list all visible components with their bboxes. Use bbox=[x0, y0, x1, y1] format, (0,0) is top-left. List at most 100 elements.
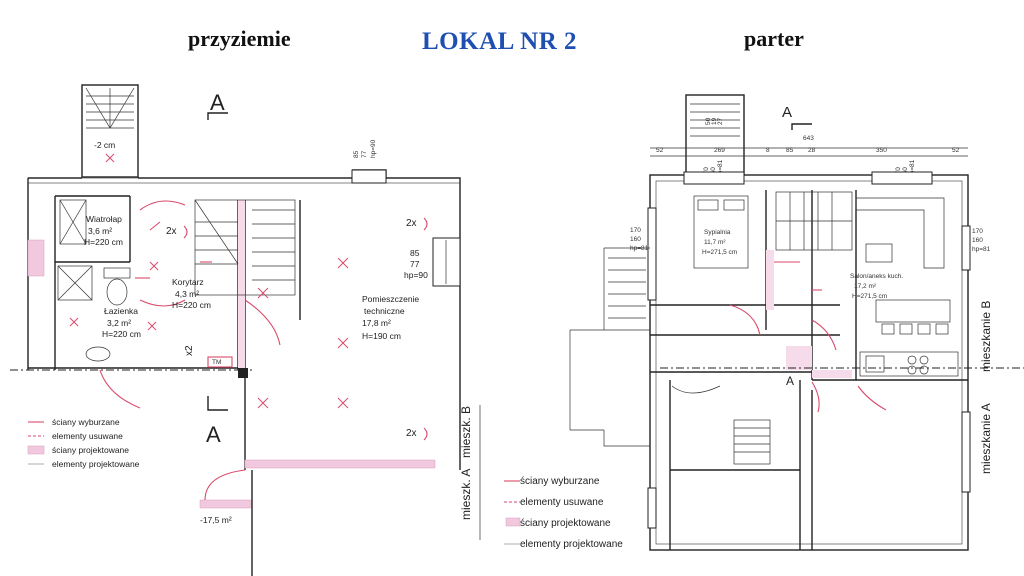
svg-text:hp=81: hp=81 bbox=[909, 159, 916, 178]
svg-text:160: 160 bbox=[630, 236, 641, 243]
svg-text:elementy projektowane: elementy projektowane bbox=[520, 539, 623, 550]
svg-text:52: 52 bbox=[952, 147, 960, 154]
svg-text:hp=81: hp=81 bbox=[717, 159, 724, 178]
svg-text:H=220 cm: H=220 cm bbox=[172, 300, 211, 310]
right-section-mark-bottom: A bbox=[786, 374, 794, 388]
svg-text:350: 350 bbox=[876, 147, 887, 154]
outlet-corridor-label: 2x bbox=[166, 226, 177, 237]
tm-label: TM bbox=[212, 359, 221, 366]
svg-text:ściany projektowane: ściany projektowane bbox=[520, 518, 611, 529]
top-dimension-line: 643 52 269 8 85 28 350 52 bbox=[650, 135, 968, 157]
svg-text:Sypialnia: Sypialnia bbox=[704, 229, 731, 236]
left-legend: ściany wyburzane elementy usuwane ściany… bbox=[27, 417, 140, 469]
svg-text:elementy usuwane: elementy usuwane bbox=[520, 497, 604, 508]
svg-text:hp=90: hp=90 bbox=[404, 270, 428, 280]
svg-text:85: 85 bbox=[353, 150, 360, 158]
side-window bbox=[432, 237, 461, 287]
svg-text:Korytarz: Korytarz bbox=[172, 277, 204, 287]
label-mieszkanie-b: mieszkanie B bbox=[979, 301, 993, 372]
svg-text:Pomieszczenie: Pomieszczenie bbox=[362, 294, 419, 304]
section-mark-bottom: A bbox=[206, 422, 221, 447]
outlet-bath-label: x2 bbox=[184, 345, 195, 356]
svg-text:52: 52 bbox=[656, 147, 664, 154]
svg-text:elementy usuwane: elementy usuwane bbox=[52, 431, 123, 441]
svg-text:elementy projektowane: elementy projektowane bbox=[52, 459, 140, 469]
room-lazienka: Łazienka 3,2 m² H=220 cm bbox=[102, 306, 141, 339]
toilet-tank bbox=[103, 267, 131, 279]
side-window-dims: 85 77 hp=90 bbox=[404, 248, 428, 280]
left-plan-title: przyziemie bbox=[188, 26, 291, 51]
svg-text:77: 77 bbox=[410, 259, 420, 269]
left-balcony bbox=[569, 247, 650, 447]
room-sypialnia: Sypialnia 11,7 m² H=271,5 cm bbox=[702, 229, 737, 256]
svg-text:ściany wyburzane: ściany wyburzane bbox=[520, 476, 600, 487]
new-wall-bedroom bbox=[766, 250, 774, 310]
outlet-bottom-label: 2x bbox=[406, 428, 417, 439]
right-plan-title: parter bbox=[744, 26, 804, 51]
svg-text:50: 50 bbox=[705, 117, 712, 125]
svg-text:ściany projektowane: ściany projektowane bbox=[52, 445, 129, 455]
interior-stairs bbox=[194, 199, 296, 296]
svg-text:3,2 m²: 3,2 m² bbox=[107, 318, 131, 328]
right-outer-walls bbox=[649, 174, 969, 551]
sofa-icon bbox=[855, 197, 945, 269]
upper-stair bbox=[685, 94, 745, 176]
svg-text:3,6 m²: 3,6 m² bbox=[88, 226, 112, 236]
outlet-top-label: 2x bbox=[406, 218, 417, 229]
new-wall-hall bbox=[786, 346, 812, 370]
svg-text:8: 8 bbox=[766, 147, 770, 154]
svg-text:17,2 m²: 17,2 m² bbox=[854, 283, 877, 290]
svg-text:Salon/aneks kuch.: Salon/aneks kuch. bbox=[850, 273, 903, 280]
new-wall-bottom bbox=[244, 459, 436, 469]
mid-stairs bbox=[775, 191, 853, 251]
svg-text:28: 28 bbox=[808, 147, 816, 154]
svg-text:ściany wyburzane: ściany wyburzane bbox=[52, 417, 120, 427]
top-window-dims: 85 77 hp=90 bbox=[353, 139, 377, 158]
svg-text:Wiatrołap: Wiatrołap bbox=[86, 214, 122, 224]
svg-text:techniczne: techniczne bbox=[364, 306, 405, 316]
bed-icon bbox=[693, 195, 749, 269]
stair-dims: 50 19 27 bbox=[705, 117, 724, 125]
right-section-mark-top: A bbox=[782, 104, 792, 121]
room-salon: Salon/aneks kuch. 17,2 m² H=271,5 cm bbox=[850, 273, 903, 300]
svg-text:19: 19 bbox=[711, 117, 718, 125]
light-points bbox=[69, 257, 349, 409]
svg-text:17,8 m²: 17,8 m² bbox=[362, 318, 391, 328]
label-mieszkanie-a: mieszkanie A bbox=[979, 403, 993, 474]
side-window-dims-right: 170 160 hp=81 bbox=[972, 228, 991, 253]
new-wall-kitchen bbox=[812, 370, 852, 378]
svg-text:170: 170 bbox=[630, 227, 641, 234]
wardrobe bbox=[59, 199, 87, 245]
svg-text:hp=90: hp=90 bbox=[370, 139, 377, 158]
outdoor-area-label: -17,5 m² bbox=[200, 515, 232, 525]
new-wall-left bbox=[27, 239, 45, 277]
svg-text:H=220 cm: H=220 cm bbox=[84, 237, 123, 247]
new-wall-mid bbox=[238, 200, 245, 370]
svg-text:643: 643 bbox=[803, 135, 814, 142]
right-legend: ściany wyburzane elementy usuwane ściany… bbox=[504, 476, 623, 550]
svg-text:Łazienka: Łazienka bbox=[104, 306, 138, 316]
svg-text:77: 77 bbox=[361, 150, 368, 158]
svg-text:hp=81: hp=81 bbox=[972, 246, 991, 253]
svg-text:4,3 m²: 4,3 m² bbox=[175, 289, 199, 299]
kitchen-unit bbox=[859, 299, 959, 377]
svg-text:170: 170 bbox=[972, 228, 983, 235]
side-window-dims-left: 170 160 hp=81 bbox=[630, 227, 649, 252]
svg-text:11,7 m²: 11,7 m² bbox=[704, 239, 726, 246]
page-title: LOKAL NR 2 bbox=[422, 28, 578, 55]
stair-treads bbox=[85, 87, 135, 129]
svg-text:269: 269 bbox=[714, 147, 725, 154]
stair-light-x bbox=[105, 153, 115, 163]
svg-text:hp=81: hp=81 bbox=[630, 245, 649, 252]
svg-text:H=220 cm: H=220 cm bbox=[102, 329, 141, 339]
right-demolition-marks bbox=[729, 261, 887, 413]
right-floor-plan: 50 19 27 A 643 52 269 8 85 28 350 52 170… bbox=[504, 94, 1024, 551]
label-mieszk-b: mieszk. B bbox=[459, 406, 473, 458]
entrance-stair bbox=[81, 84, 139, 178]
svg-text:85: 85 bbox=[786, 147, 794, 154]
demolition-marks bbox=[99, 200, 281, 501]
shower-tray bbox=[57, 265, 93, 301]
svg-text:27: 27 bbox=[717, 117, 724, 125]
svg-text:H=271,5 cm: H=271,5 cm bbox=[852, 293, 887, 300]
svg-text:H=271,5 cm: H=271,5 cm bbox=[702, 249, 737, 256]
